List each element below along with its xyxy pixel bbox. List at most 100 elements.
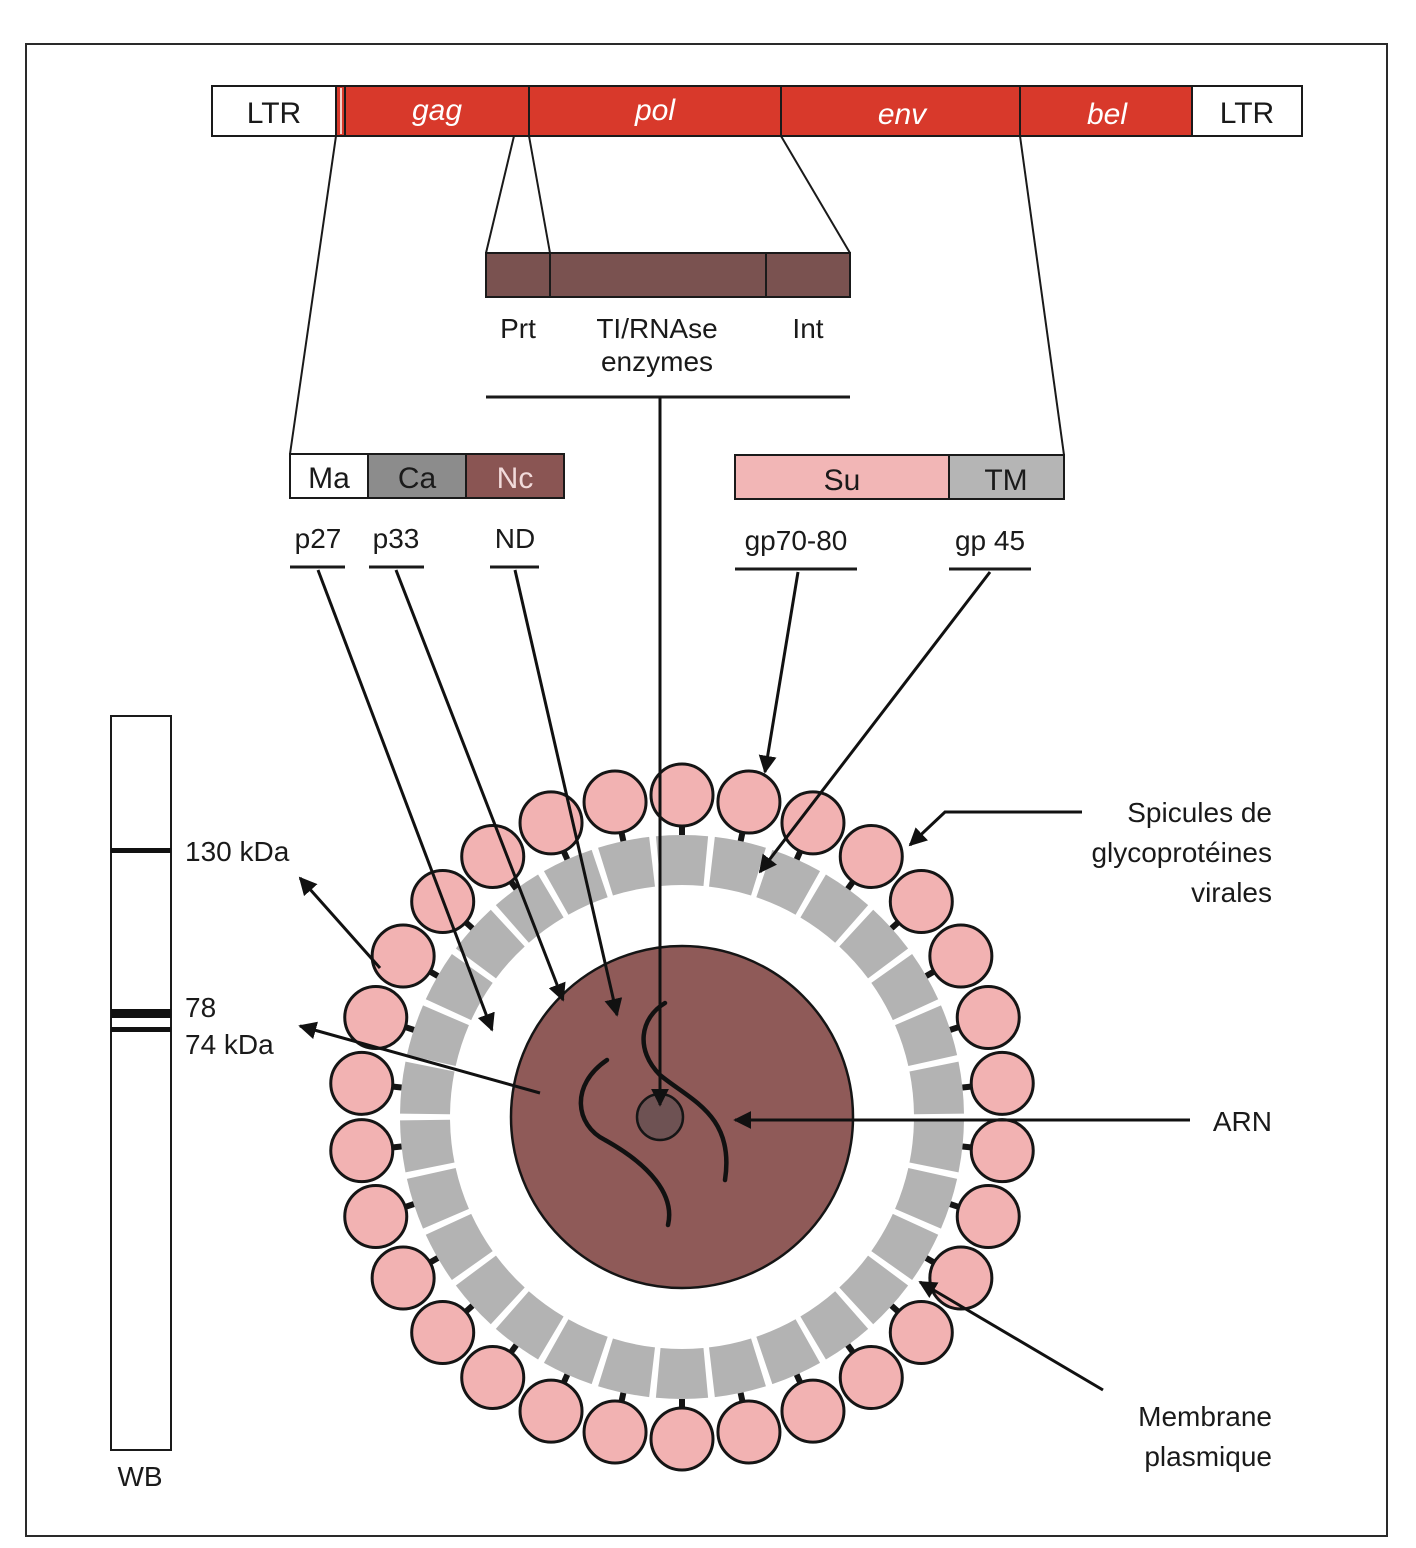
arrow-p27-to-membrane xyxy=(316,569,495,1032)
gag-products: Ma Ca Nc p27 p33 ND xyxy=(289,453,565,569)
glycoprotein-spikes xyxy=(329,762,1035,1472)
figure-frame xyxy=(25,43,1388,1537)
membrane-segment xyxy=(839,1255,909,1325)
gp45-label: gp 45 xyxy=(955,525,1025,556)
glycoprotein-spike xyxy=(888,869,954,935)
glycoprotein-spike xyxy=(343,1184,409,1250)
glycoprotein-spike xyxy=(460,823,526,889)
membrane-segment xyxy=(495,874,564,943)
su-label: Su xyxy=(824,464,861,497)
membrane-segment xyxy=(839,909,909,979)
glycoprotein-spike xyxy=(343,984,409,1050)
glycoprotein-spike xyxy=(955,984,1021,1050)
glycoprotein-spike xyxy=(582,1399,648,1465)
genome-gag-label: gag xyxy=(412,94,462,127)
membrane-segment xyxy=(756,1319,821,1385)
nd-label: ND xyxy=(495,523,535,554)
genome-ltr3-label: LTR xyxy=(1220,97,1274,130)
glycoprotein-spike xyxy=(329,1050,395,1116)
glycoprotein-spike xyxy=(518,790,584,856)
glycoprotein-spike xyxy=(329,1118,395,1184)
genome-bel-label: bel xyxy=(1087,98,1128,131)
genome-ltr5-label: LTR xyxy=(247,97,301,130)
int-label: Int xyxy=(792,313,823,344)
glycoprotein-spike xyxy=(969,1050,1035,1116)
membrane-segment xyxy=(425,953,493,1021)
glycoprotein-spike xyxy=(649,1406,715,1472)
pol-expansion-left xyxy=(485,135,515,254)
membrane-segment xyxy=(800,874,869,943)
prt-box xyxy=(485,252,551,298)
glycoprotein-spike xyxy=(928,923,994,989)
arrow-spike-to-130 xyxy=(298,876,382,969)
glycoprotein-spike xyxy=(370,1245,436,1311)
glycoprotein-spike xyxy=(969,1118,1035,1184)
membrane-segment xyxy=(655,835,709,886)
glycoprotein-spike xyxy=(928,1245,994,1311)
p27-label: p27 xyxy=(295,523,342,554)
membrane-segment xyxy=(400,1119,455,1173)
glycoprotein-spike xyxy=(955,1184,1021,1250)
arrow-p33-to-core xyxy=(394,569,566,1002)
membrane-segment xyxy=(909,1119,964,1173)
ti-rnase-box xyxy=(549,252,767,298)
callout-labels: Spicules de glycoprotéines virales ARN M… xyxy=(1091,797,1272,1472)
glycoprotein-spike xyxy=(518,1378,584,1444)
glycoprotein-spike xyxy=(460,1345,526,1411)
arrow-core-to-74 xyxy=(298,1021,541,1095)
glycoprotein-spike xyxy=(888,1299,954,1365)
membrane-segment xyxy=(455,1255,525,1325)
arrow-nd-to-core xyxy=(513,569,623,1017)
pol-expansion-right xyxy=(780,135,851,254)
wb-label: WB xyxy=(117,1461,162,1492)
genome-env-box xyxy=(780,85,1021,137)
glycoprotein-spike xyxy=(716,769,782,835)
arrow-membrane-callout xyxy=(918,1280,1104,1392)
glycoprotein-spike xyxy=(582,769,648,835)
pol-products: Prt TI/RNAse Int enzymes xyxy=(485,252,851,399)
ti-rnase-label: TI/RNAse xyxy=(596,313,717,344)
membrane-label-line1: Membrane xyxy=(1138,1401,1272,1432)
membrane-segment xyxy=(406,1167,469,1229)
arrow-gp70-to-spike xyxy=(758,571,800,774)
gag-expansion-left xyxy=(289,135,337,455)
spicules-label-line1: Spicules de xyxy=(1127,797,1272,828)
glycoprotein-spike xyxy=(838,823,904,889)
membrane-segment xyxy=(400,1061,455,1115)
membrane-segment xyxy=(800,1291,869,1360)
env-products: Su TM gp70-80 gp 45 xyxy=(734,454,1065,571)
glycoprotein-spike xyxy=(780,790,846,856)
western-blot-strip: 130 kDa 78 74 kDa WB xyxy=(110,715,290,1492)
ca-label: Ca xyxy=(398,462,437,495)
membrane-segment xyxy=(598,836,655,896)
pol-expansion-mid xyxy=(528,135,551,254)
wb-band-78-label: 78 xyxy=(185,992,216,1023)
membrane-segment xyxy=(455,909,525,979)
prt-label: Prt xyxy=(500,313,536,344)
ca-box xyxy=(367,453,467,499)
genome-pol-box xyxy=(528,85,782,137)
arn-label: ARN xyxy=(1213,1106,1272,1137)
spicules-label-line2: glycoprotéines xyxy=(1091,837,1272,868)
wb-band-78 xyxy=(111,1009,171,1018)
glycoprotein-spike xyxy=(716,1399,782,1465)
wb-lane xyxy=(110,715,172,1451)
nc-label: Nc xyxy=(497,462,534,495)
virion xyxy=(329,762,1035,1472)
membrane-segment xyxy=(495,1291,564,1360)
membrane-segment xyxy=(709,836,766,896)
p33-label: p33 xyxy=(373,523,420,554)
tm-label: TM xyxy=(984,464,1027,497)
membrane-segment xyxy=(709,1338,766,1398)
gp70-80-label: gp70-80 xyxy=(745,525,848,556)
env-expansion-right xyxy=(1019,135,1065,456)
enzymes-label: enzymes xyxy=(601,346,713,377)
nc-box xyxy=(465,453,565,499)
glycoprotein-spike xyxy=(410,1299,476,1365)
su-box xyxy=(734,454,950,500)
membrane-segment xyxy=(909,1061,964,1115)
arrows xyxy=(298,397,1190,1392)
genome-ltr3-box xyxy=(1191,85,1303,137)
wb-band-74-label: 74 kDa xyxy=(185,1029,274,1060)
